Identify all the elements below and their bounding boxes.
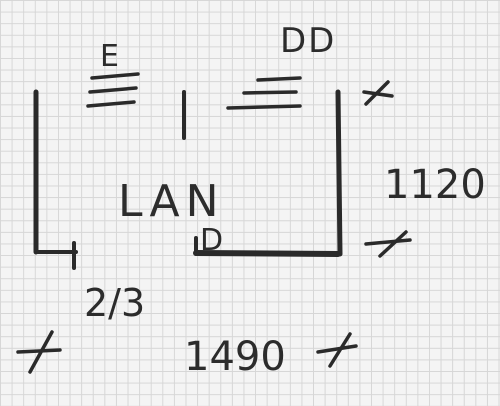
room-width-dimension: 1490 — [184, 334, 286, 380]
room-bottom-wall — [193, 250, 341, 257]
triple-line-symbol-right — [226, 76, 302, 110]
star-marker-bottom-left — [16, 330, 62, 374]
door-label: D — [200, 223, 223, 258]
bottom-left-label: 2/3 — [84, 281, 145, 325]
star-marker-bottom-right — [316, 332, 358, 368]
room-height-dimension: 1120 — [384, 162, 486, 208]
star-marker-right — [364, 230, 412, 258]
star-marker-top-right — [362, 80, 394, 106]
room-name-label: LAN — [118, 176, 225, 227]
triple-line-symbol-left — [86, 72, 140, 108]
top-right-label: DD — [280, 21, 336, 61]
top-left-symbol-label: E — [100, 39, 119, 74]
room-right-wall — [335, 89, 343, 257]
